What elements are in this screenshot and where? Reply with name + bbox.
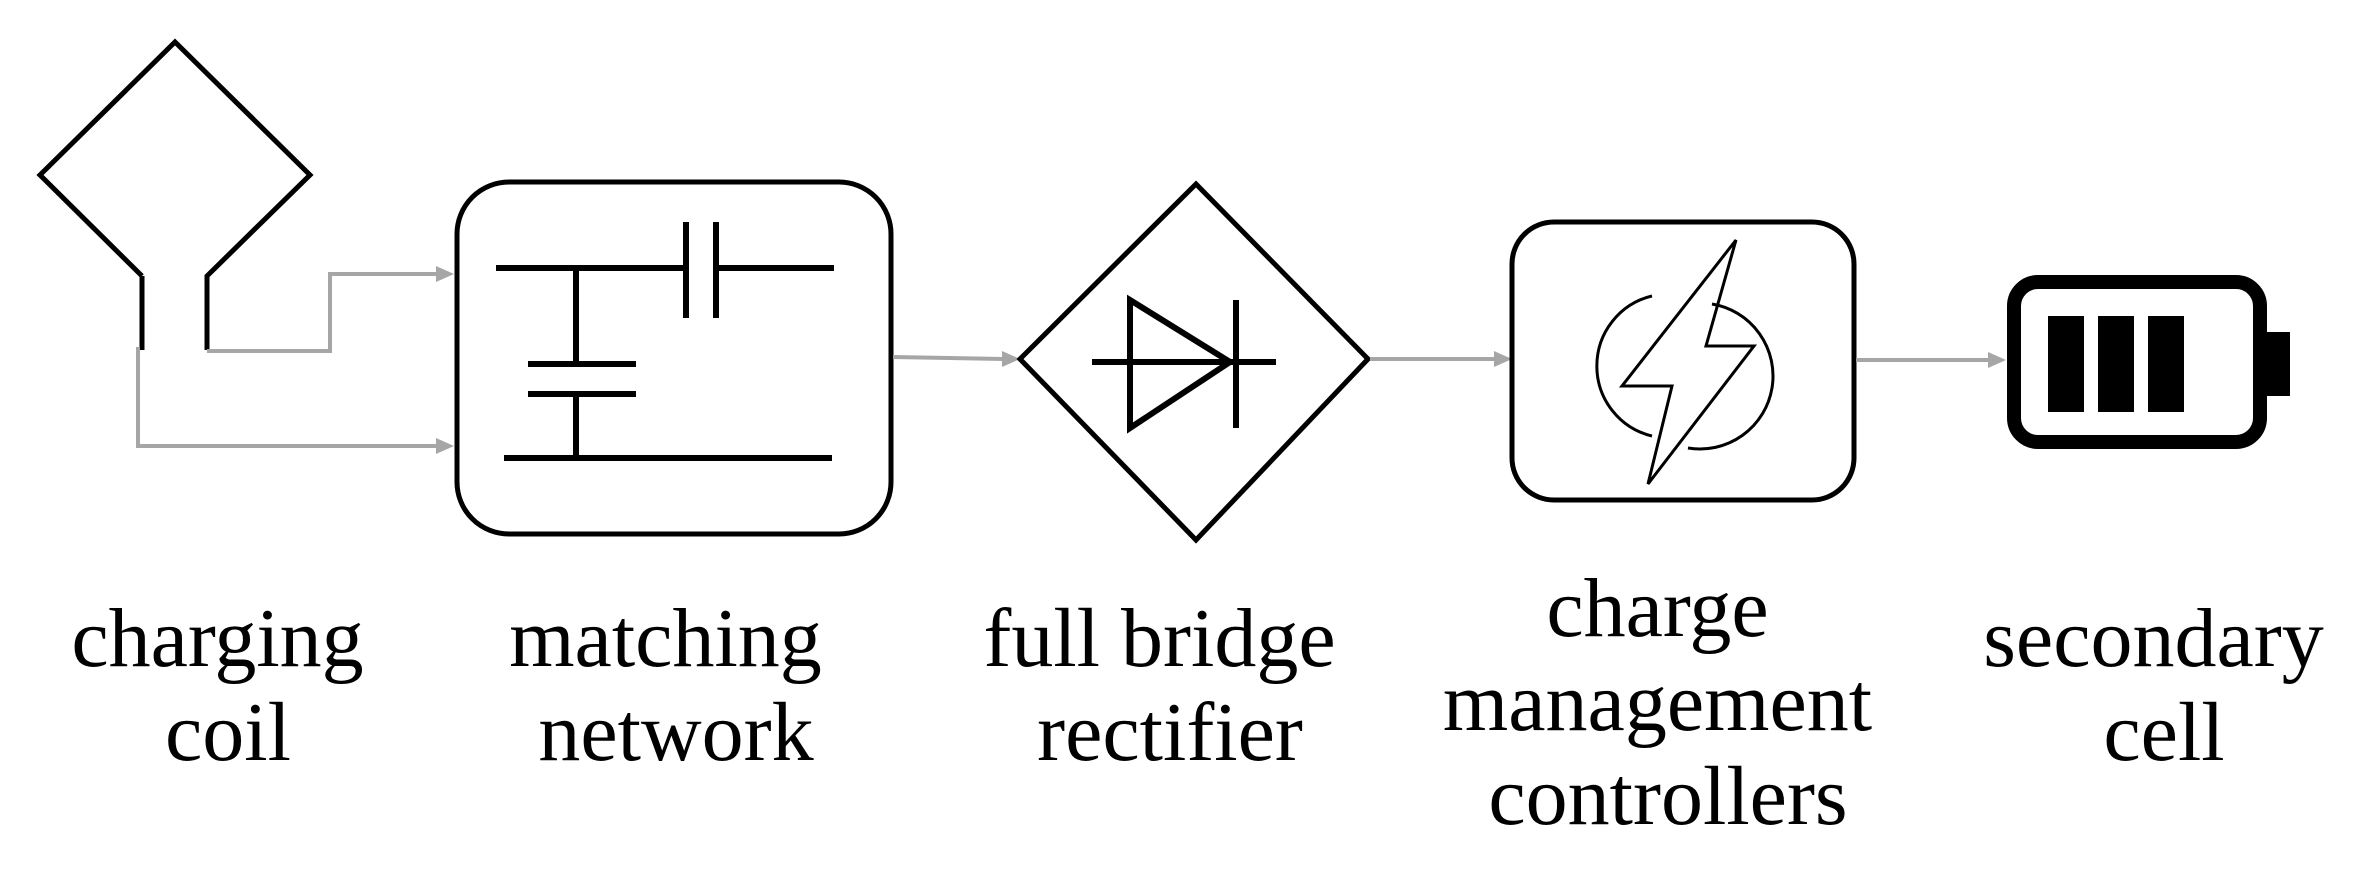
matching-network-block bbox=[454, 179, 894, 537]
coil-to-network-connector bbox=[136, 266, 454, 454]
label-line: secondary bbox=[1983, 592, 2324, 685]
label-full-bridge-rectifier: full bridge rectifier bbox=[983, 592, 1356, 779]
charging-coil-icon bbox=[36, 38, 314, 350]
battery-icon bbox=[2007, 275, 2290, 449]
label-secondary-cell: secondary cell bbox=[1983, 592, 2345, 779]
charge-controller-block bbox=[1509, 219, 1857, 503]
label-matching-network: matching network bbox=[509, 592, 843, 779]
label-line: cell bbox=[2103, 686, 2224, 779]
label-line: charge bbox=[1546, 562, 1768, 655]
label-line: rectifier bbox=[1037, 686, 1303, 779]
controller-to-cell-connector bbox=[1856, 352, 2006, 368]
full-bridge-rectifier-block bbox=[1016, 180, 1372, 544]
capacitor-network-icon bbox=[496, 222, 834, 461]
label-charge-management-controllers: charge management controllers bbox=[1443, 562, 1893, 843]
label-line: matching bbox=[509, 592, 822, 685]
label-line: charging bbox=[71, 592, 363, 685]
rectifier-to-controller-connector bbox=[1370, 351, 1512, 367]
label-line: management bbox=[1443, 656, 1872, 749]
diode-icon bbox=[1092, 294, 1276, 434]
network-to-rectifier-connector bbox=[892, 351, 1020, 367]
label-line: full bridge bbox=[983, 592, 1335, 685]
label-line: coil bbox=[165, 686, 291, 779]
label-charging-coil: charging coil bbox=[71, 592, 384, 779]
label-line: network bbox=[538, 686, 813, 779]
label-line: controllers bbox=[1488, 750, 1847, 843]
lightning-icon bbox=[1595, 239, 1775, 485]
